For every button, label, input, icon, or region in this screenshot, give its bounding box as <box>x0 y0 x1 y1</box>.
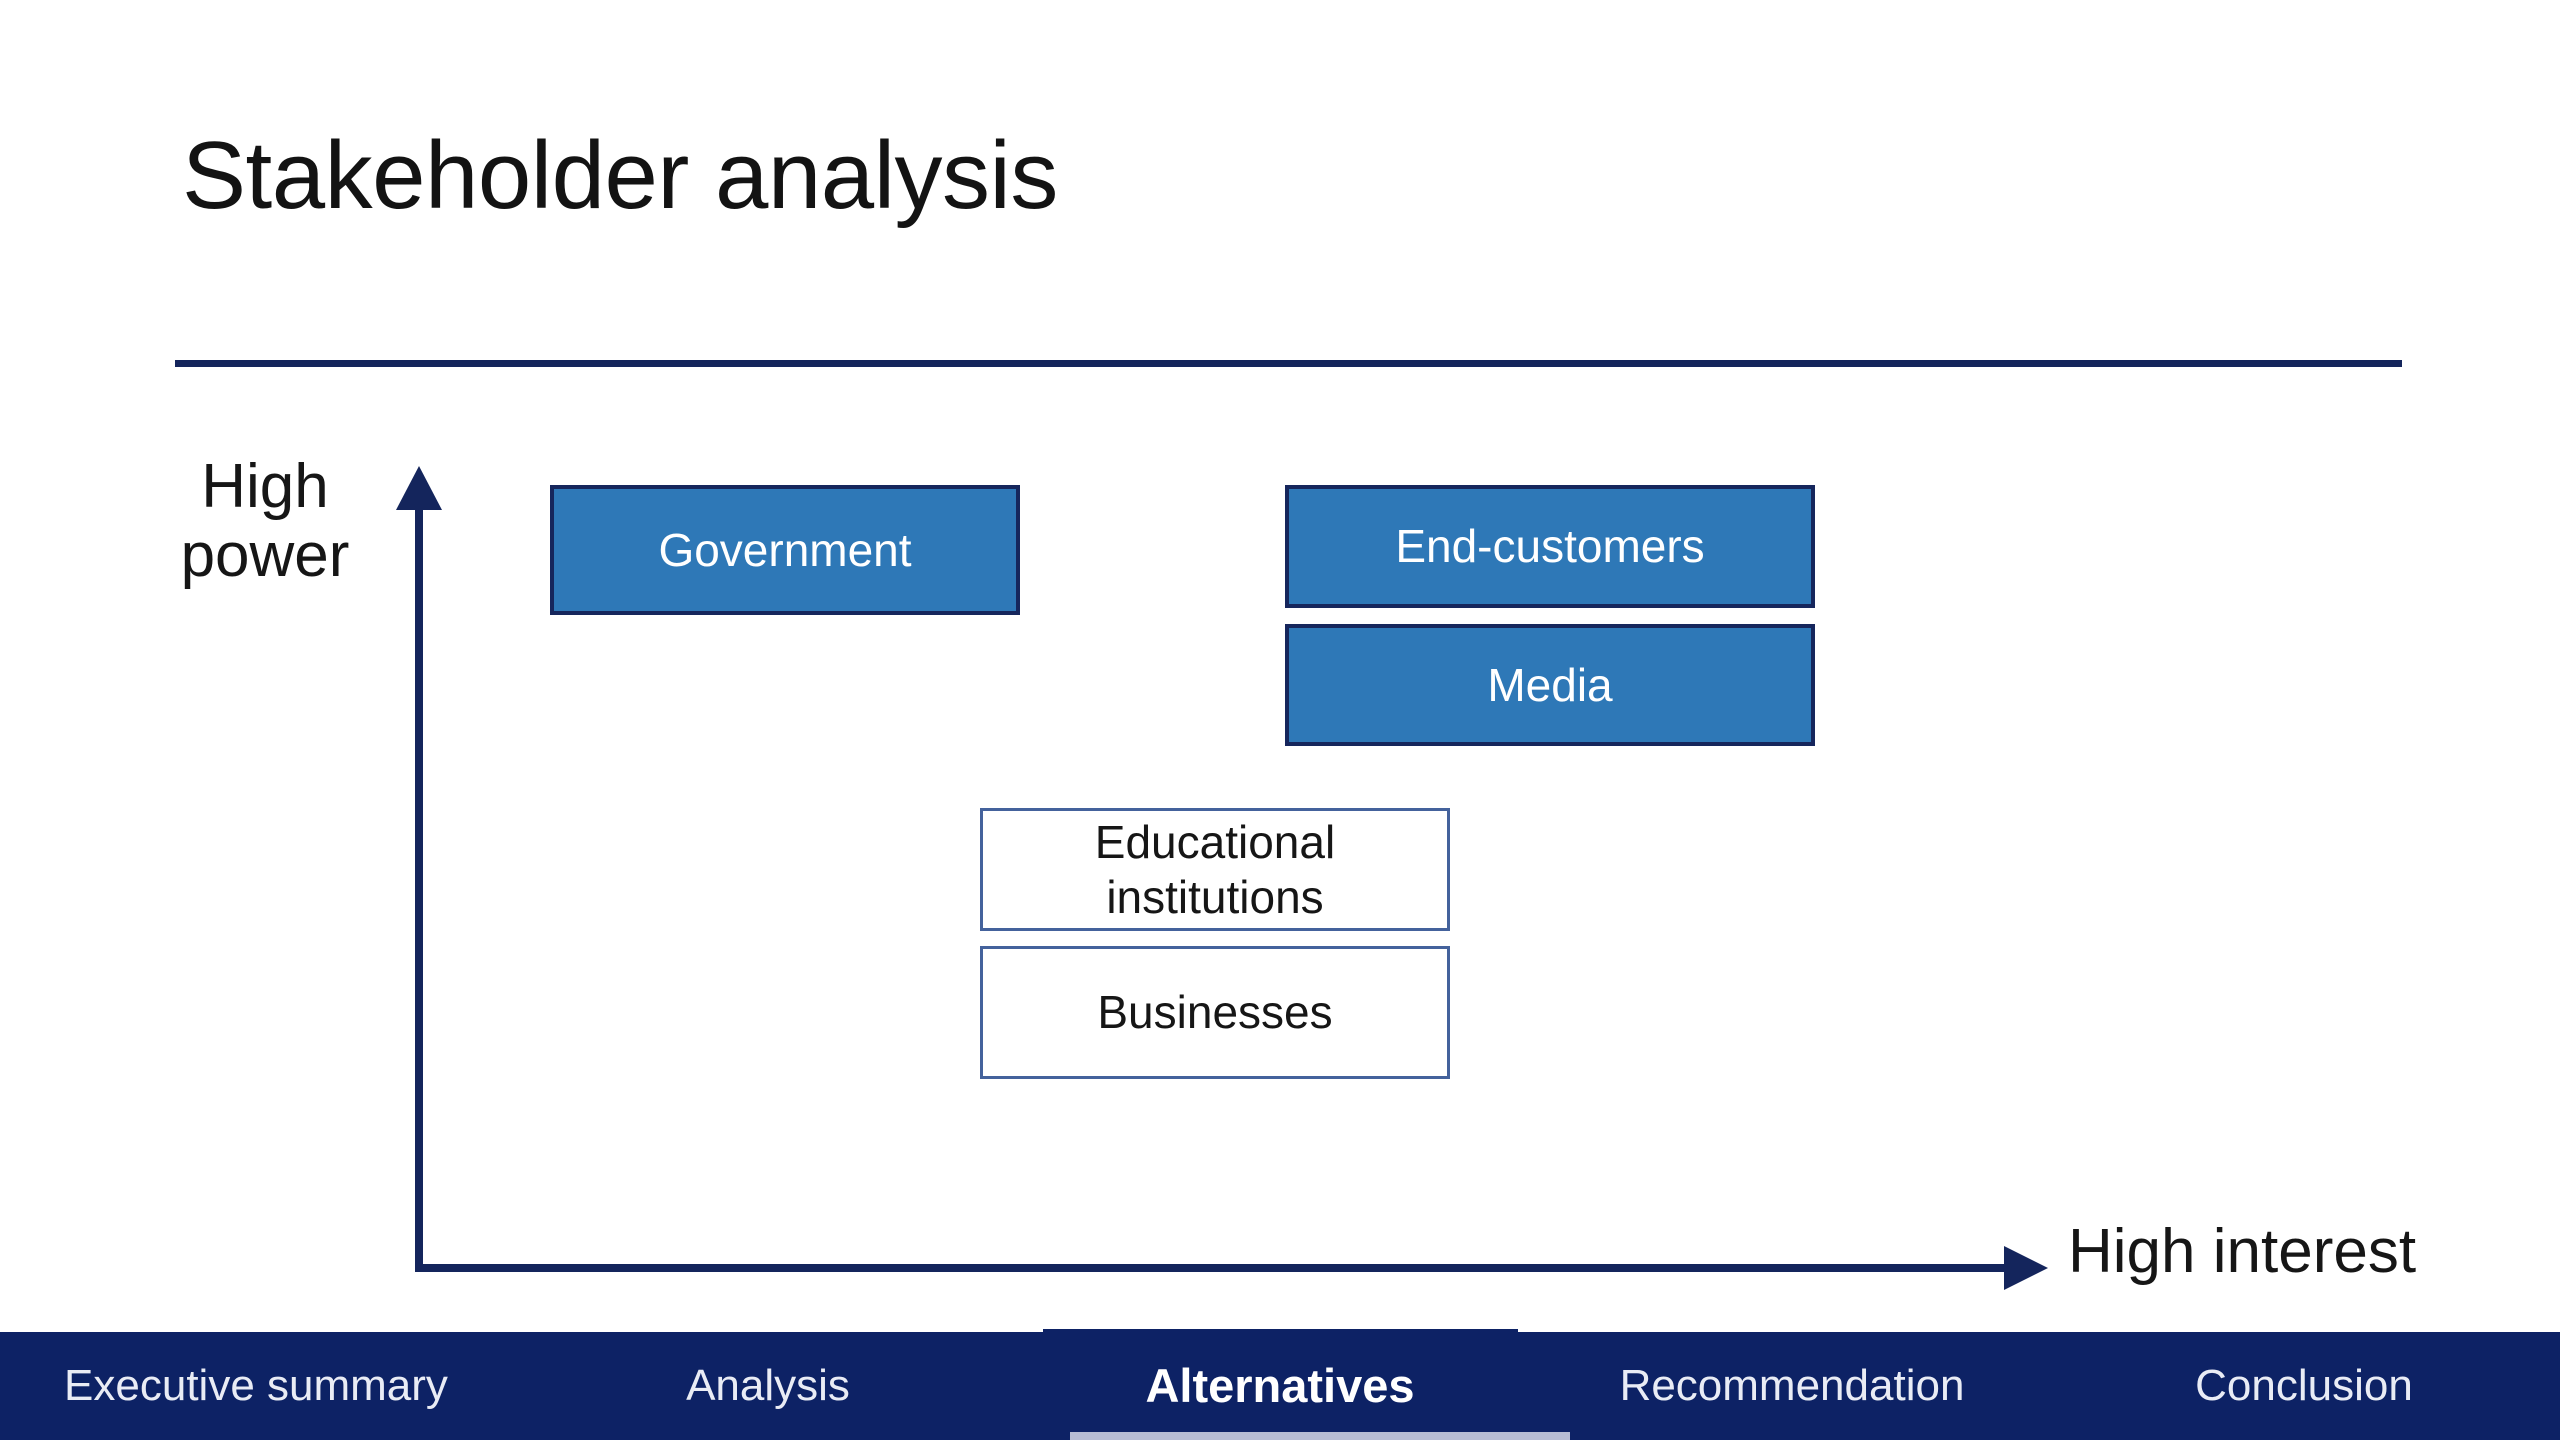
y-axis-arrow-icon <box>396 466 442 510</box>
y-axis-label: High power <box>180 452 350 591</box>
x-axis-label: High interest <box>2068 1217 2417 1286</box>
stakeholder-matrix: High power High interest Government End-… <box>180 452 2417 1290</box>
page-title: Stakeholder analysis <box>182 122 1058 229</box>
nav-active-highlight <box>1043 1329 1518 1440</box>
nav-item-recommendation[interactable]: Recommendation <box>1619 1360 1965 1410</box>
stakeholder-label-educational-institutions-line2: institutions <box>1106 870 1324 923</box>
bottom-nav-items: Executive summary Analysis Alternatives … <box>0 1332 2560 1440</box>
stakeholder-box-government[interactable]: Government <box>550 485 1020 615</box>
stakeholder-box-businesses[interactable]: Businesses <box>980 946 1450 1079</box>
stakeholder-label-educational-institutions-line1: Educational <box>1094 816 1336 869</box>
x-axis-arrow-icon <box>2004 1246 2048 1290</box>
stakeholder-box-educational-institutions[interactable]: Educational institutions <box>980 808 1450 931</box>
stakeholder-label-government: Government <box>658 523 912 576</box>
stakeholder-label-end-customers: End-customers <box>1395 520 1705 573</box>
title-divider-rule <box>175 360 2402 367</box>
nav-item-executive-summary[interactable]: Executive summary <box>64 1360 448 1410</box>
stakeholder-label-businesses: Businesses <box>1097 986 1333 1039</box>
nav-active-underline-indicator <box>1070 1432 1570 1440</box>
x-axis-line <box>415 1264 2010 1272</box>
nav-item-alternatives[interactable]: Alternatives <box>1145 1359 1415 1413</box>
stakeholder-label-media: Media <box>1487 658 1613 711</box>
stakeholder-box-media[interactable]: Media <box>1285 624 1815 746</box>
nav-item-analysis[interactable]: Analysis <box>686 1360 850 1410</box>
nav-item-conclusion[interactable]: Conclusion <box>2195 1360 2413 1410</box>
stakeholder-box-end-customers[interactable]: End-customers <box>1285 485 1815 608</box>
y-axis-line <box>415 500 423 1272</box>
